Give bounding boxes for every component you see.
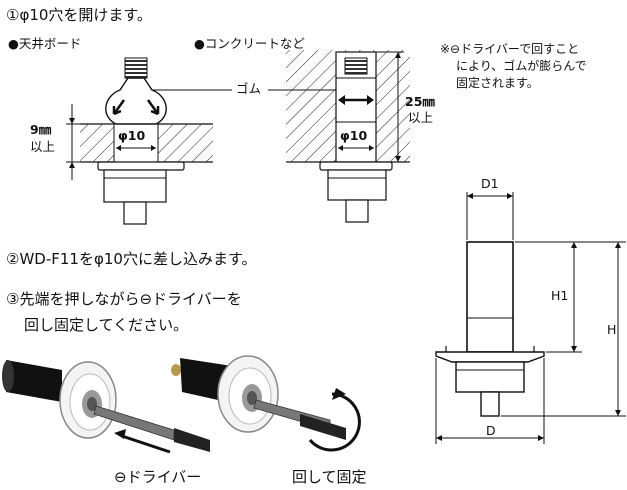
threaded-tip-concrete: [344, 57, 368, 75]
photo-insert-screwdriver: [2, 360, 210, 454]
step-3-text-line-2: 回し固定してください。: [24, 316, 189, 334]
rotate-arrow: [308, 392, 361, 452]
board-hole-label: φ10: [118, 128, 146, 143]
dim-d-label: D: [486, 423, 496, 438]
step-1-text: ①φ10穴を開けます。: [6, 6, 152, 24]
photo-rotate-fix: [171, 355, 361, 452]
note-line-3: 固定されます。: [456, 76, 539, 90]
concrete-label: ●コンクリートなど: [194, 36, 305, 51]
dimension-drawing: [435, 192, 626, 444]
board-thickness-value: 9㎜: [30, 122, 52, 137]
board-thickness-suffix: 以上: [30, 139, 56, 154]
step-2-text: ②WD-F11をφ10穴に差し込みます。: [6, 250, 257, 268]
note-line-1: ※⊖ドライバーで回すこと: [440, 42, 580, 56]
expand-arrow-right: [146, 99, 160, 116]
rubber-bulb: [105, 77, 167, 125]
rubber-label: ゴム: [236, 81, 262, 96]
step-3-text-line-1: ③先端を押しながら⊖ドライバーを: [6, 290, 242, 308]
caption-screwdriver: ⊖ドライバー: [114, 468, 202, 486]
concrete-depth-suffix: 以上: [408, 110, 434, 125]
board-label: ●天井ボード: [8, 36, 82, 51]
note-line-2: により、ゴムが膨らんで: [456, 59, 587, 73]
concrete-depth-value: 25㎜: [405, 94, 435, 109]
concrete-hole-label: φ10: [340, 128, 368, 143]
board-installation-figure: [66, 57, 213, 225]
dim-d1-label: D1: [481, 176, 499, 191]
dim-h-label: H: [607, 322, 617, 337]
dim-h1-label: H1: [551, 288, 569, 303]
caption-rotate-fix: 回して固定: [292, 468, 367, 486]
concrete-installation-figure: [286, 50, 410, 223]
push-arrow: [114, 429, 126, 439]
threaded-tip: [124, 57, 148, 79]
expand-arrow-left: [112, 99, 126, 116]
